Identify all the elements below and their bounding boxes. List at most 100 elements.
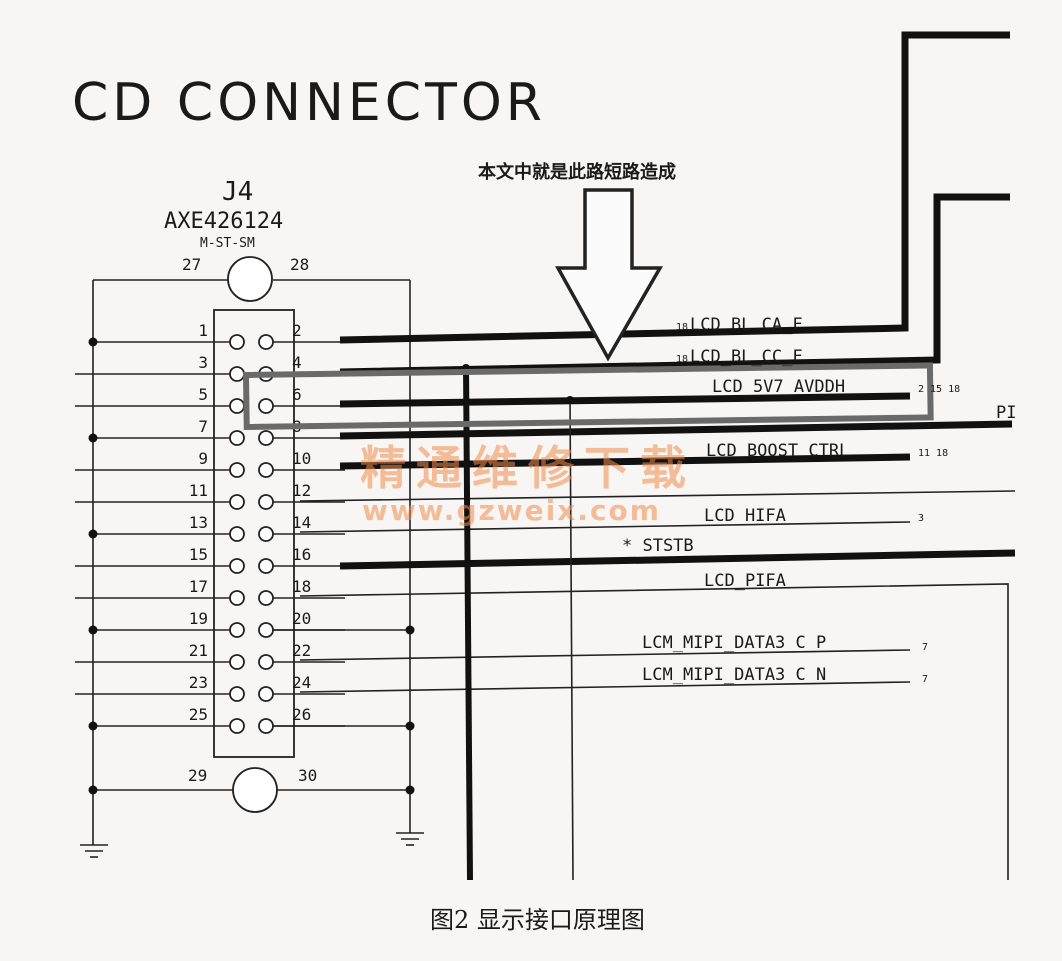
trace-mipi-n bbox=[299, 681, 911, 693]
pin-contact-right bbox=[258, 558, 274, 574]
junction-dot bbox=[405, 625, 415, 635]
net-ref: 7 bbox=[922, 642, 928, 653]
pin-contact-left bbox=[229, 430, 245, 446]
pin-contact-right bbox=[258, 718, 274, 734]
net-ref: 3 bbox=[918, 513, 924, 524]
net-label-lcd-bl-cc-f: LCD_BL_CC_F bbox=[690, 347, 803, 367]
junction-dot bbox=[88, 529, 98, 539]
pin-number-left: 3 bbox=[198, 353, 208, 372]
net-label-lcd-bl-ca-f: LCD_BL_CA_F bbox=[690, 315, 803, 335]
pin-number-left: 21 bbox=[189, 641, 208, 660]
pin-number-right: 22 bbox=[292, 641, 311, 660]
part-type: M-ST-SM bbox=[200, 236, 255, 251]
pin-number-right: 12 bbox=[292, 481, 311, 500]
mount-pin-27: 27 bbox=[182, 255, 201, 274]
pin-number-right: 24 bbox=[292, 673, 311, 692]
trace-pifa bbox=[299, 583, 1009, 880]
pin-number-left: 5 bbox=[198, 385, 208, 404]
pin-number-right: 2 bbox=[292, 321, 302, 340]
junction-dot bbox=[405, 785, 415, 795]
pin-number-left: 7 bbox=[198, 417, 208, 436]
pin-contact-right bbox=[258, 398, 274, 414]
pin-number-left: 19 bbox=[189, 609, 208, 628]
pin-contact-right bbox=[258, 334, 274, 350]
pin-contact-left bbox=[229, 334, 245, 350]
trace-pin8 bbox=[339, 420, 1013, 440]
down-arrow-icon bbox=[555, 188, 664, 362]
mount-hole-top bbox=[227, 256, 273, 302]
net-label-lcd-boost-ctrl: LCD_BOOST_CTRL bbox=[706, 441, 849, 461]
trace-ststb bbox=[339, 549, 1016, 570]
trace-boost-ctrl bbox=[339, 453, 911, 470]
pin-number-right: 26 bbox=[292, 705, 311, 724]
net-ref: 18 bbox=[676, 322, 688, 333]
trace-bl-cc bbox=[339, 193, 1010, 376]
pin-contact-left bbox=[229, 590, 245, 606]
junction-dot bbox=[566, 396, 574, 404]
net-label-mipi-p: LCM_MIPI_DATA3_C_P bbox=[642, 633, 826, 653]
pin-number-left: 17 bbox=[189, 577, 208, 596]
pin-contact-right bbox=[258, 686, 274, 702]
pin-number-right: 14 bbox=[292, 513, 311, 532]
pin-number-left: 11 bbox=[189, 481, 208, 500]
pin-contact-right bbox=[258, 590, 274, 606]
net-label-mipi-n: LCM_MIPI_DATA3_C_N bbox=[642, 665, 826, 685]
pin-contact-right bbox=[258, 654, 274, 670]
trace-mipi-p bbox=[299, 649, 911, 661]
part-number: AXE426124 bbox=[164, 209, 283, 234]
pin-number-left: 15 bbox=[189, 545, 208, 564]
junction-dot bbox=[405, 721, 415, 731]
pin-number-right: 10 bbox=[292, 449, 311, 468]
pin-contact-right bbox=[258, 526, 274, 542]
pin-contact-left bbox=[229, 398, 245, 414]
junction-dot bbox=[88, 625, 98, 635]
annotation-text: 本文中就是此路短路造成 bbox=[478, 161, 676, 183]
net-label-lcd-5v7-avddh: LCD_5V7_AVDDH bbox=[712, 377, 845, 397]
pin-number-right: 20 bbox=[292, 609, 311, 628]
pin-contact-left bbox=[229, 366, 245, 382]
pin-number-left: 13 bbox=[189, 513, 208, 532]
pin-number-right: 16 bbox=[292, 545, 311, 564]
pin-contact-left bbox=[229, 654, 245, 670]
mount-hole-bottom bbox=[232, 767, 278, 813]
pin-contact-right bbox=[258, 462, 274, 478]
pin-contact-left bbox=[229, 526, 245, 542]
junction-dot bbox=[88, 721, 98, 731]
watermark-title: 精通维修下载 bbox=[360, 441, 696, 495]
pin-contact-left bbox=[229, 718, 245, 734]
pin-contact-right bbox=[258, 430, 274, 446]
pin-contact-right bbox=[258, 494, 274, 510]
net-ref: 2 15 18 bbox=[918, 384, 960, 395]
net-label-ststb: * STSTB bbox=[622, 536, 694, 556]
figure-caption: 图2 显示接口原理图 bbox=[430, 906, 645, 934]
pin-number-right: 18 bbox=[292, 577, 311, 596]
diagram-title: CD CONNECTOR bbox=[72, 73, 546, 133]
pin-number-left: 1 bbox=[198, 321, 208, 340]
net-label-lcd-pifa: LCD_PIFA bbox=[704, 571, 786, 591]
pin-contact-left bbox=[229, 558, 245, 574]
vertical-bus-thin bbox=[569, 397, 574, 881]
net-ref: 7 bbox=[922, 674, 928, 685]
pin-number-right: 4 bbox=[292, 353, 302, 372]
junction-dot bbox=[88, 337, 98, 347]
short-circuit-highlight-box bbox=[242, 362, 934, 431]
ground-symbol-left bbox=[80, 844, 108, 858]
trace-5v7-avddh bbox=[339, 392, 911, 408]
mount-pin-30: 30 bbox=[298, 766, 317, 785]
net-label-edge: PI bbox=[996, 403, 1016, 423]
pin-number-left: 9 bbox=[198, 449, 208, 468]
mount-pin-29: 29 bbox=[188, 766, 207, 785]
junction-dot bbox=[88, 433, 98, 443]
pin-number-right: 6 bbox=[292, 385, 302, 404]
pin-number-left: 25 bbox=[189, 705, 208, 724]
part-ref: J4 bbox=[222, 177, 253, 207]
net-ref: 18 bbox=[676, 354, 688, 365]
vertical-bus-thick bbox=[463, 365, 473, 881]
mount-pin-28: 28 bbox=[290, 255, 309, 274]
pin-number-left: 23 bbox=[189, 673, 208, 692]
pin-contact-left bbox=[229, 462, 245, 478]
pin-contact-left bbox=[229, 686, 245, 702]
pin-contact-left bbox=[229, 622, 245, 638]
junction-dot bbox=[88, 785, 98, 795]
